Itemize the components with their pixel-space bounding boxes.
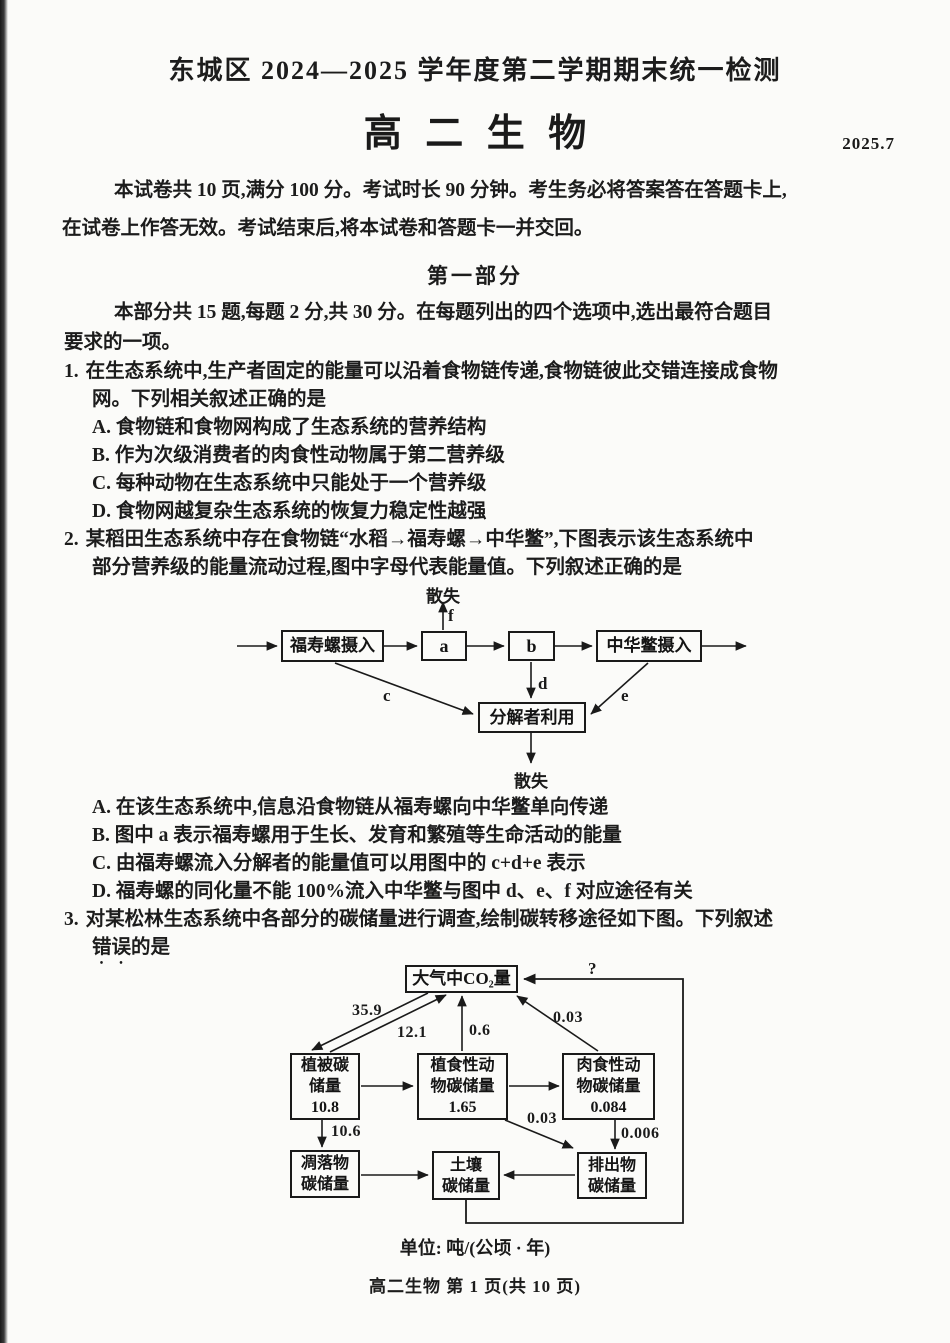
box-label-line: 植被碳	[300, 1057, 349, 1074]
q3-stem-text: 对某松林生态系统中各部分的碳储量进行调查,绘制碳转移途径如下图。下列叙述	[85, 909, 774, 930]
box-value: 1.65	[448, 1099, 477, 1116]
box-atmospheric-co2: 大气中CO₂量	[405, 965, 518, 993]
part-one-title: 第一部分	[427, 264, 523, 288]
label-unknown-flux: ?	[588, 959, 597, 978]
box-b: b	[508, 631, 555, 661]
q1-stem-line-1: 1. 在生态系统中,生产者固定的能量可以沿着食物链传递,食物链彼此交错连接成食物	[0, 358, 950, 386]
box-litter-carbon: 凋落物 碳储量	[290, 1150, 360, 1198]
box-label-line: 肉食性动	[576, 1057, 641, 1074]
q3-emphasized-word: 错误	[92, 937, 132, 958]
q3-stem-line-2: 错误的是	[0, 934, 950, 962]
q1-option-d: D. 食物网越复杂生态系统的恢复力稳定性越强	[92, 501, 487, 522]
box-value: 10.8	[311, 1099, 339, 1116]
box-soil-carbon: 土壤 碳储量	[432, 1151, 500, 1200]
q2-stem-line-2: 部分营养级的能量流动过程,图中字母代表能量值。下列叙述正确的是	[92, 557, 682, 578]
box-label-line: 土壤	[449, 1156, 482, 1174]
box-a: a	[421, 631, 467, 661]
box-label-line: 植食性动	[430, 1057, 495, 1074]
q2-option-c: C. 由福寿螺流入分解者的能量值可以用图中的 c+d+e 表示	[92, 853, 586, 874]
q2-stem-text: 某稻田生态系统中存在食物链“水稻→福寿螺→中华鳖”,下图表示该生态系统中	[85, 529, 754, 550]
unit-label: 单位: 吨/(公顷 · 年)	[399, 1238, 551, 1258]
intro-line-2: 在试卷上作答无效。考试结束后,将本试卷和答题卡一并交回。	[62, 218, 594, 239]
arrow-soil-to-atmosphere	[465, 973, 684, 1224]
q2-number: 2.	[64, 529, 79, 550]
part-note-line-1: 本部分共 15 题,每题 2 分,共 30 分。在每题列出的四个选项中,选出最符…	[114, 302, 773, 323]
exam-date: 2025.7	[842, 134, 895, 153]
q3-stem-line-1: 3. 对某松林生态系统中各部分的碳储量进行调查,绘制碳转移途径如下图。下列叙述	[0, 906, 950, 934]
arrow-vegetation-to-atmosphere	[329, 994, 447, 1053]
arrow-c-snail-to-decomposer	[334, 662, 474, 715]
q2-option-b: B. 图中 a 表示福寿螺用于生长、发育和繁殖等生命活动的能量	[92, 825, 622, 846]
flux-10-6: 10.6	[331, 1123, 361, 1140]
q3-number: 3.	[64, 909, 79, 930]
q2-stem-line-1: 2. 某稻田生态系统中存在食物链“水稻→福寿螺→中华鳖”,下图表示该生态系统中	[0, 526, 950, 554]
label-f: f	[448, 606, 454, 625]
part-note-line-2: 要求的一项。	[64, 332, 182, 353]
q3-stem-rest: 的是	[131, 937, 171, 958]
box-label-line: 碳储量	[300, 1176, 349, 1193]
box-vegetation-carbon: 植被碳 储量 10.8	[290, 1053, 360, 1120]
q1-option-c: C. 每种动物在生态系统中只能处于一个营养级	[92, 473, 487, 494]
box-label-line: 凋落物	[300, 1155, 349, 1172]
label-e: e	[621, 686, 629, 705]
q1-option-a: A. 食物链和食物网构成了生态系统的营养结构	[92, 417, 487, 438]
page-footer: 高二生物 第 1 页(共 10 页)	[368, 1277, 582, 1296]
flux-0-03-upper: 0.03	[553, 1009, 583, 1026]
q2-diagram-arrows	[237, 601, 747, 764]
label-d: d	[538, 674, 548, 693]
q1-number: 1.	[64, 361, 79, 382]
box-label-line: 碳储量	[441, 1177, 490, 1195]
box-label-line: 碳储量	[587, 1177, 636, 1195]
arrow-e-turtle-to-decomposer	[590, 662, 649, 715]
box-snail-intake: 福寿螺摄入	[281, 630, 384, 662]
q3-carbon-transfer-diagram: 大气中CO₂量 ? 35.9 12.1 0.6 0.03 植被碳 储量 10.8…	[0, 959, 950, 1262]
q1-option-b: B. 作为次级消费者的肉食性动物属于第二营养级	[92, 445, 505, 466]
box-turtle-intake: 中华鳖摄入	[596, 630, 702, 662]
exam-header-title: 东城区 2024—2025 学年度第二学期期末统一检测	[168, 56, 782, 85]
box-carnivore-carbon: 肉食性动 物碳储量 0.084	[562, 1053, 655, 1120]
loss-label-bottom: 散失	[514, 772, 548, 791]
q2-option-a: A. 在该生态系统中,信息沿食物链从福寿螺向中华鳖单向传递	[92, 797, 609, 818]
box-value: 0.084	[590, 1099, 627, 1116]
arrow-atmosphere-to-vegetation	[311, 992, 429, 1051]
scan-edge-artifact	[0, 0, 8, 1343]
subject-title-row: 高 二 生 物 2025.7	[0, 108, 950, 160]
box-label-line: 物碳储量	[576, 1078, 641, 1095]
q1-stem-text: 在生态系统中,生产者固定的能量可以沿着食物链传递,食物链彼此交错连接成食物	[85, 361, 778, 382]
intro-line-1: 本试卷共 10 页,满分 100 分。考试时长 90 分钟。考生务必将答案答在答…	[114, 180, 787, 201]
q2-option-d: D. 福寿螺的同化量不能 100%流入中华鳖与图中 d、e、f 对应途径有关	[92, 881, 693, 902]
flux-0-03-lower: 0.03	[527, 1110, 557, 1127]
subject-title: 高 二 生 物	[363, 113, 594, 155]
flux-12-1: 12.1	[397, 1024, 427, 1041]
loss-label-top: 散失	[426, 587, 460, 606]
q3-diagram-arrows	[311, 973, 684, 1224]
q1-stem-line-2: 网。下列相关叙述正确的是	[92, 389, 327, 410]
box-excrement-carbon: 排出物 碳储量	[577, 1152, 647, 1199]
arrow-carnivore-to-atmosphere	[516, 995, 599, 1052]
box-label-line: 排出物	[587, 1156, 636, 1174]
q2-energy-flow-diagram: 散失 f 福寿螺摄入 a b 中华鳖摄入 c d e 分解者利用 散失	[0, 582, 950, 794]
box-label-line: 物碳储量	[430, 1078, 495, 1095]
flux-0-6: 0.6	[469, 1022, 491, 1039]
box-label-line: 储量	[308, 1078, 341, 1095]
box-herbivore-carbon: 植食性动 物碳储量 1.65	[417, 1053, 508, 1120]
label-c: c	[383, 686, 391, 705]
arrow-herbivore-to-excrement	[504, 1119, 574, 1149]
box-decomposer: 分解者利用	[478, 702, 586, 733]
flux-0-006: 0.006	[621, 1125, 660, 1142]
flux-35-9: 35.9	[352, 1002, 382, 1019]
